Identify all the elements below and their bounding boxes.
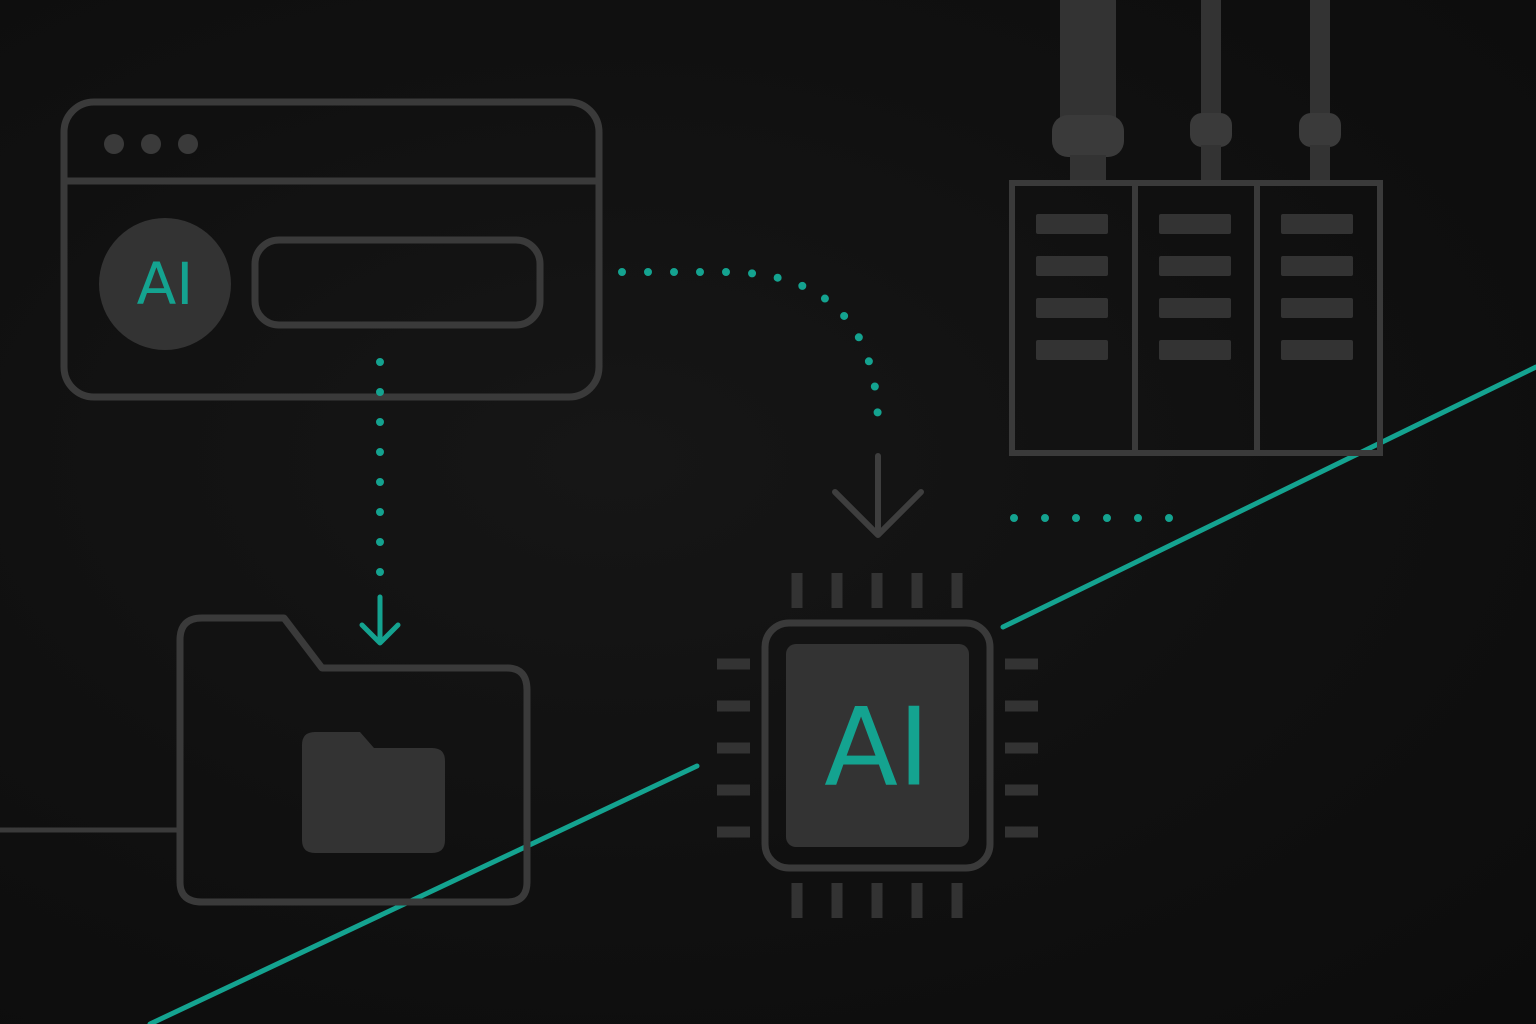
- cable-connector: [1052, 115, 1124, 157]
- window-dot-icon: [141, 134, 161, 154]
- chip-ai-label: AI: [824, 686, 930, 811]
- chip-pins-left: [717, 658, 750, 838]
- teal-diagonal-lines: [147, 364, 1536, 1024]
- processor-chip: AI: [717, 573, 1038, 918]
- server-slot: [1159, 256, 1231, 276]
- window-dot-icon: [104, 134, 124, 154]
- browser-window-frame: [60, 98, 603, 401]
- folder-outline: [176, 614, 531, 906]
- server-cables: [1052, 0, 1341, 185]
- server-slot: [1281, 214, 1353, 234]
- teal-line-lower-left: [147, 763, 700, 1024]
- window-dot-icon: [178, 134, 198, 154]
- server-rack: [1009, 0, 1383, 456]
- cable-stem: [1310, 145, 1330, 185]
- browser-input-field: [251, 236, 544, 329]
- server-slot: [1159, 214, 1231, 234]
- ai-badge-circle: [99, 218, 231, 350]
- thin-cable: [1310, 0, 1330, 128]
- server-slot: [1159, 340, 1231, 360]
- browser-window: AI: [60, 98, 603, 401]
- server-unit-column: [1159, 214, 1231, 360]
- chip-core: [786, 644, 969, 847]
- ai-badge-text: AI: [137, 250, 194, 318]
- server-slot: [1281, 256, 1353, 276]
- server-slot: [1036, 298, 1108, 318]
- server-rack-frame: [1009, 180, 1383, 456]
- dotted-path-curve: [618, 268, 882, 432]
- server-slot: [1036, 340, 1108, 360]
- server-unit-column: [1036, 214, 1108, 360]
- chip-pins-right: [1005, 658, 1038, 838]
- server-slot: [1036, 256, 1108, 276]
- server-slot: [1036, 214, 1108, 234]
- server-slot: [1281, 298, 1353, 318]
- chip-body-outline: [761, 619, 994, 872]
- cable-connector: [1190, 113, 1232, 147]
- dotted-arrow-to-folder: [359, 358, 401, 646]
- server-slot: [1159, 298, 1231, 318]
- cable-connector: [1299, 113, 1341, 147]
- folder-icon: [176, 614, 531, 906]
- thin-cable: [1201, 0, 1221, 128]
- teal-line-right: [1000, 364, 1536, 630]
- server-slot: [1281, 340, 1353, 360]
- server-unit-column: [1281, 214, 1353, 360]
- arrow-down-icon: [832, 453, 924, 538]
- arrow-down-icon: [359, 594, 401, 646]
- cable-stem: [1201, 145, 1221, 185]
- folder-inner-icon: [302, 732, 445, 853]
- chip-pins-bottom: [791, 883, 963, 918]
- chip-pins-top: [791, 573, 963, 608]
- dotted-arrow-to-chip: [618, 268, 924, 538]
- thick-cable: [1060, 0, 1116, 130]
